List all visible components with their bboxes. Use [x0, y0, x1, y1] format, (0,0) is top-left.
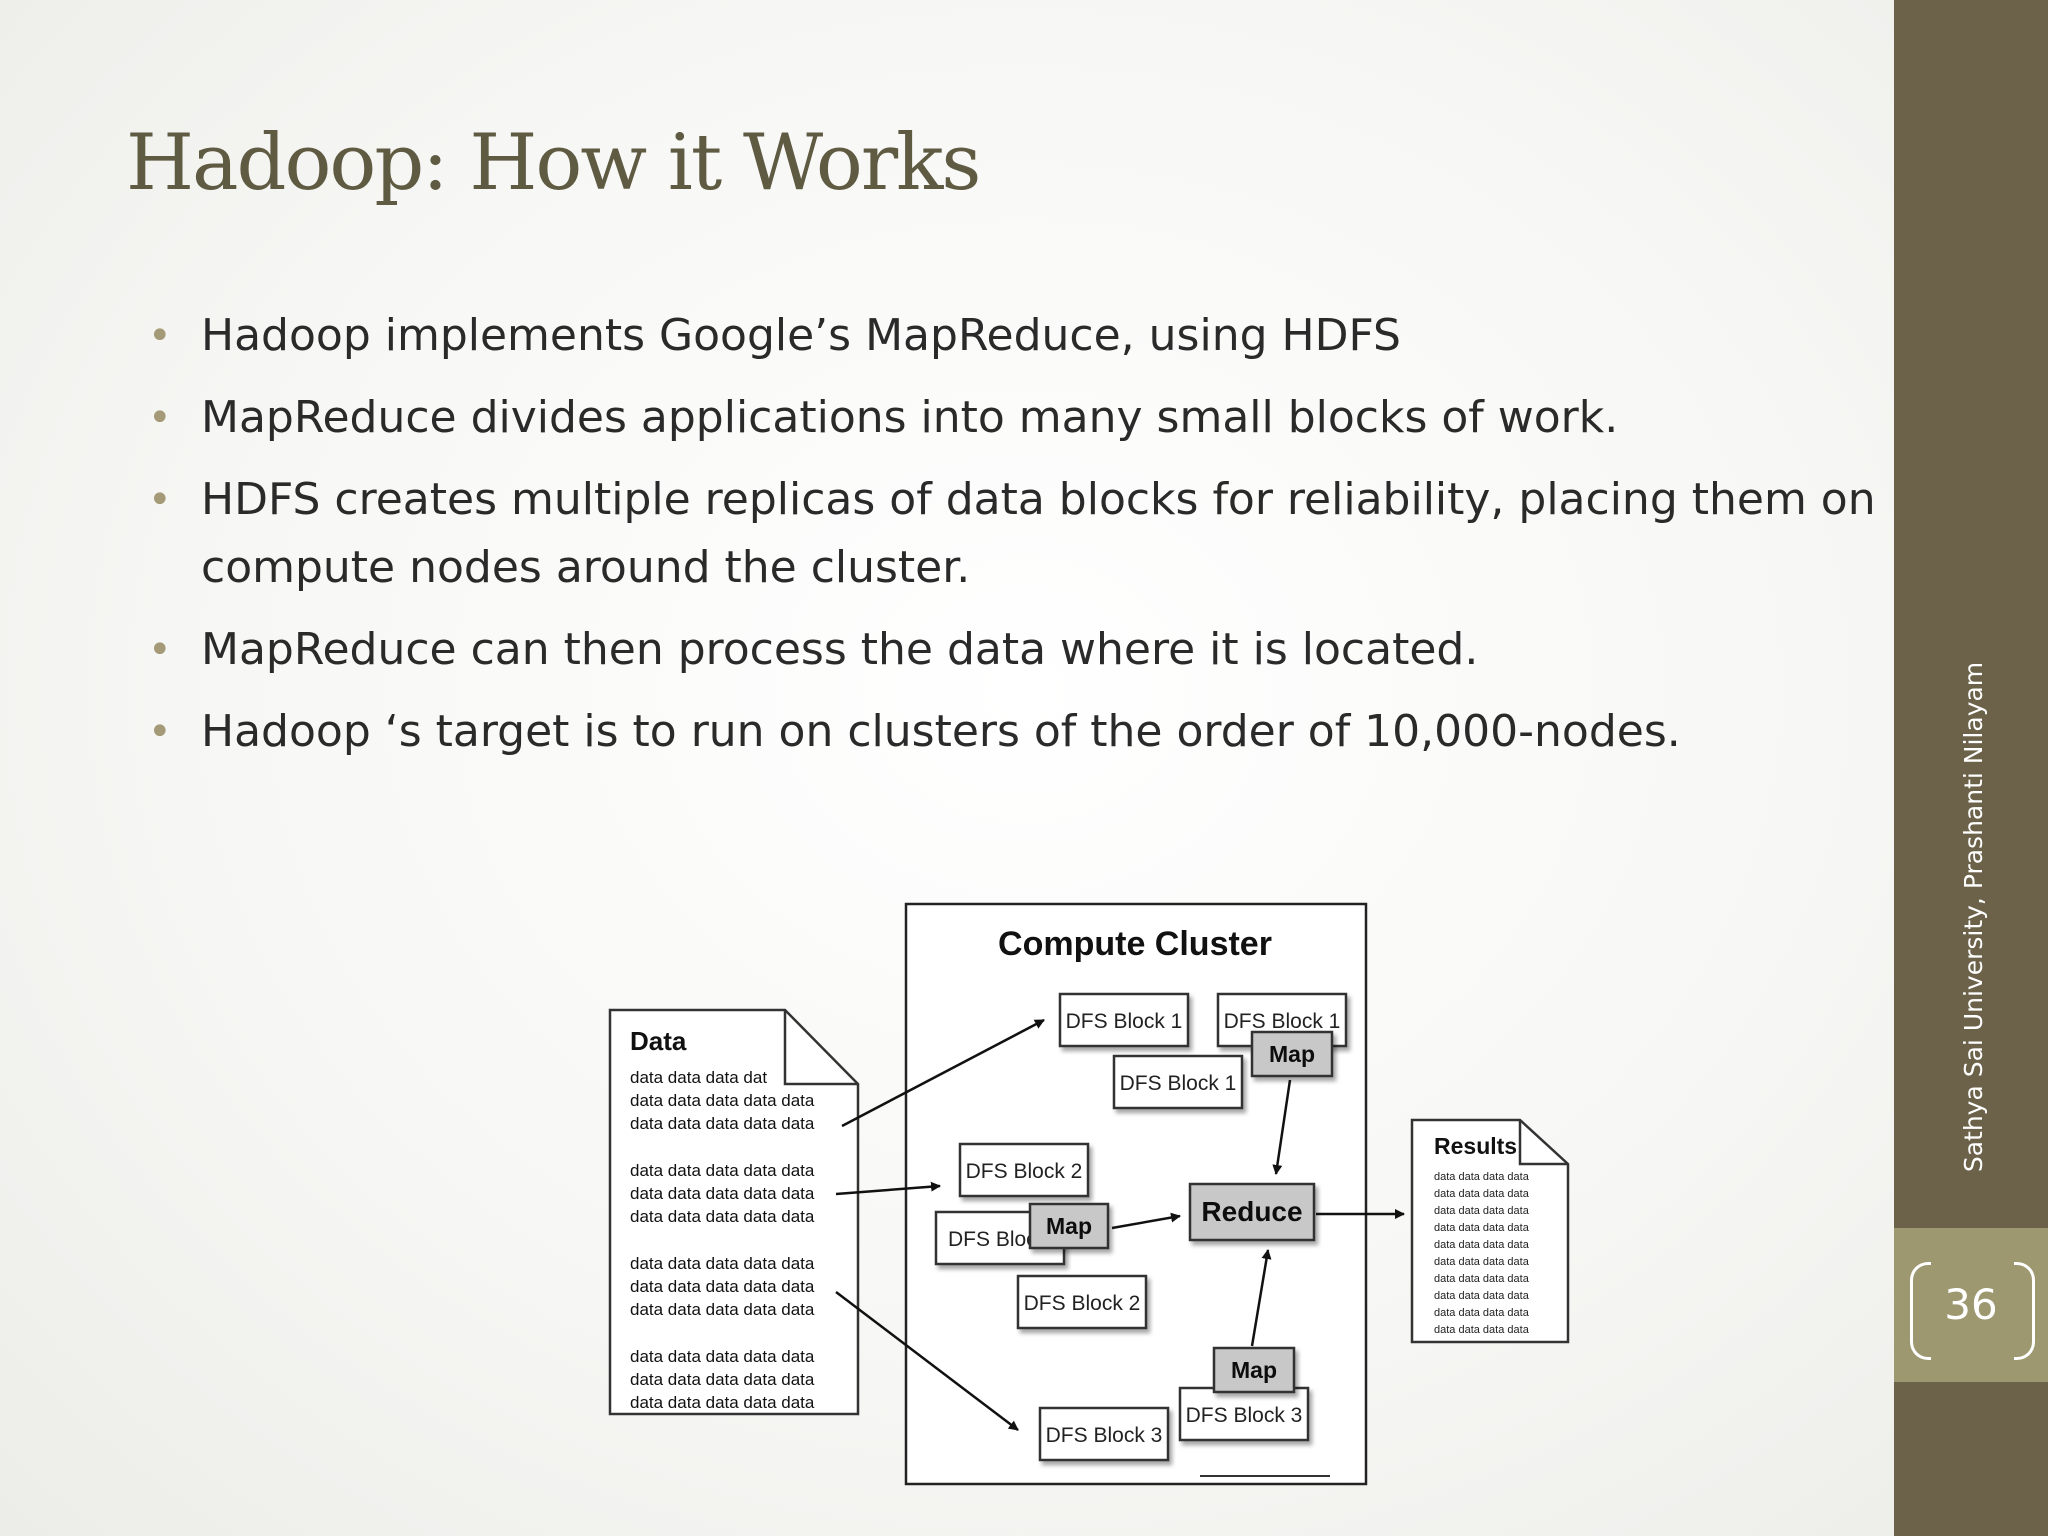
data-document: Data data data data dat data data data d… — [608, 1008, 860, 1416]
dfs-block-1-label: DFS Block 1 — [1066, 1010, 1183, 1033]
bullet-item: • MapReduce divides applications into man… — [148, 384, 1878, 452]
dfs-block-3-label: DFS Block 3 — [1046, 1424, 1163, 1447]
arrow-map3-to-reduce — [1250, 1249, 1272, 1347]
results-line: data data data data — [1434, 1239, 1530, 1251]
data-doc-line: data data data data data — [630, 1161, 815, 1180]
page-number-left-brace — [1910, 1262, 1931, 1360]
results-line: data data data data — [1434, 1290, 1530, 1302]
map-label: Map — [1269, 1041, 1315, 1067]
bullet-dot-icon: • — [148, 313, 172, 359]
dfs-block-2-node: DFS Block 2 — [958, 1142, 1090, 1198]
results-document: Results data data data data data data da… — [1410, 1118, 1570, 1344]
dfs-block-2-label: DFS Block 2 — [966, 1160, 1083, 1183]
arrow-data-to-block2 — [835, 1181, 941, 1196]
results-line: data data data data — [1434, 1171, 1530, 1183]
data-doc-line: data data data data data — [630, 1254, 815, 1273]
map-node-1: Map — [1250, 1030, 1334, 1078]
footer-text: Sathya Sai University, Prashanti Nilayam — [1959, 661, 1988, 1173]
arrow-map1-to-reduce — [1272, 1079, 1292, 1175]
data-doc-line: data data data data data — [630, 1277, 815, 1296]
bullet-dot-icon: • — [148, 709, 172, 755]
data-doc-line: data data data data data — [630, 1091, 815, 1110]
dfs-block-1-label: DFS Block 1 — [1224, 1010, 1341, 1033]
dfs-block-1-label: DFS Block 1 — [1120, 1072, 1237, 1095]
results-line: data data data data — [1434, 1188, 1530, 1200]
arrow-map2-to-reduce — [1111, 1212, 1181, 1230]
reduce-node: Reduce — [1188, 1182, 1316, 1242]
data-doc-line: data data data data data — [630, 1184, 815, 1203]
map-label: Map — [1231, 1357, 1277, 1383]
bullet-text: MapReduce divides applications into many… — [201, 392, 1619, 443]
bullet-text: MapReduce can then process the data wher… — [201, 624, 1479, 675]
data-doc-line: data data data data data — [630, 1114, 815, 1133]
bullet-text: Hadoop implements Google’s MapReduce, us… — [201, 310, 1401, 361]
dfs-block-3-node: DFS Block 3 — [1038, 1406, 1170, 1462]
data-doc-line: data data data data data — [630, 1207, 815, 1226]
results-line: data data data data — [1434, 1222, 1530, 1234]
map-label: Map — [1046, 1213, 1092, 1239]
bullet-dot-icon: • — [148, 395, 172, 441]
bullet-item: • Hadoop ‘s target is to run on clusters … — [148, 698, 1878, 766]
results-line: data data data data — [1434, 1307, 1530, 1319]
map-node-3: Map — [1212, 1346, 1296, 1394]
results-title: Results — [1434, 1133, 1517, 1159]
bullet-item: • HDFS creates multiple replicas of data … — [148, 466, 1878, 602]
data-doc-line: data data data data data — [630, 1393, 815, 1412]
bullet-text: Hadoop ‘s target is to run on clusters o… — [201, 706, 1681, 757]
dfs-block-2-label: DFS Block 2 — [1024, 1292, 1141, 1315]
bullet-text: HDFS creates multiple replicas of data b… — [201, 474, 1876, 593]
footer-vertical: Sathya Sai University, Prashanti Nilayam — [1934, 662, 2014, 1172]
dfs-block-1-replica: DFS Block 1 — [1112, 1054, 1244, 1110]
compute-cluster-title: Compute Cluster — [998, 925, 1272, 963]
results-line: data data data data — [1434, 1205, 1530, 1217]
data-doc-line: data data data data data — [630, 1370, 815, 1389]
dfs-block-3-replica: DFS Block 3 — [1178, 1386, 1310, 1442]
bullet-list: • Hadoop implements Google’s MapReduce, u… — [148, 302, 1878, 780]
dfs-block-3-label: DFS Block 3 — [1186, 1404, 1303, 1427]
mapreduce-diagram: Data data data data dat data data data d… — [608, 902, 1570, 1486]
page-number: 36 — [1944, 1279, 1998, 1329]
bullet-item: • Hadoop implements Google’s MapReduce, u… — [148, 302, 1878, 370]
arrow-data-to-block3 — [835, 1291, 1019, 1431]
data-doc-line: data data data dat — [630, 1068, 767, 1087]
results-line: data data data data — [1434, 1273, 1530, 1285]
dfs-block-2-replica: DFS Block 2 — [1016, 1274, 1148, 1330]
results-line: data data data data — [1434, 1256, 1530, 1268]
reduce-label: Reduce — [1201, 1196, 1302, 1227]
dfs-block-2-partial-label: DFS Bloc — [948, 1228, 1037, 1251]
arrow-data-to-block1 — [841, 1018, 1045, 1128]
data-doc-line: data data data data data — [630, 1300, 815, 1319]
bullet-item: • MapReduce can then process the data whe… — [148, 616, 1878, 684]
bullet-dot-icon: • — [148, 627, 172, 673]
map-node-2: Map — [1028, 1202, 1110, 1250]
dfs-block-1-node: DFS Block 1 — [1058, 992, 1190, 1048]
results-line: data data data data — [1434, 1324, 1530, 1336]
data-doc-title: Data — [630, 1026, 687, 1056]
slide-title: Hadoop: How it Works — [126, 118, 981, 208]
data-doc-line: data data data data data — [630, 1347, 815, 1366]
bullet-dot-icon: • — [148, 477, 172, 523]
